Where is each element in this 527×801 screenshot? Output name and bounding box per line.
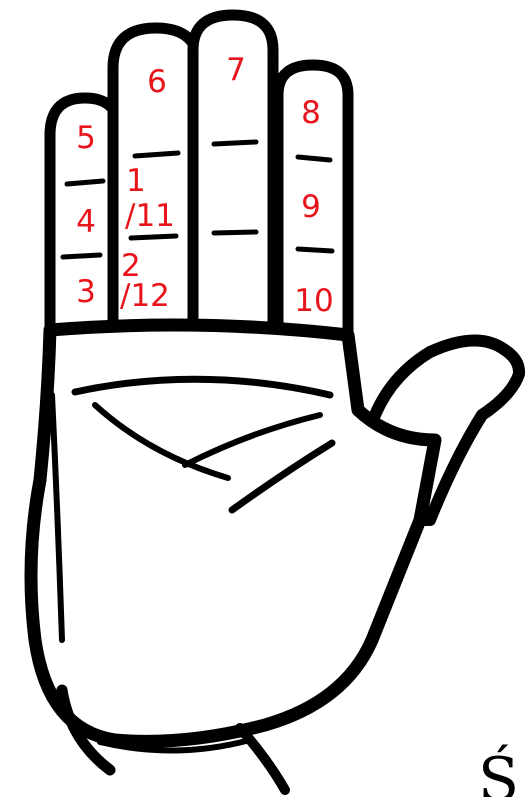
corner-glyph: Ś xyxy=(478,743,519,797)
label-index-top: 8 xyxy=(301,95,321,131)
label-little-base: 3 xyxy=(76,274,96,310)
label-index-base: 10 xyxy=(294,283,333,319)
label-ring-base-b: /12 xyxy=(120,278,170,314)
label-ring-mid-a: 1 xyxy=(126,163,146,199)
label-little-top: 5 xyxy=(76,120,96,156)
label-middle-top: 7 xyxy=(226,52,246,88)
label-ring-mid-b: /11 xyxy=(125,198,175,234)
label-ring-top: 6 xyxy=(147,64,167,100)
label-little-mid: 4 xyxy=(76,204,96,240)
label-index-mid: 9 xyxy=(301,189,321,225)
